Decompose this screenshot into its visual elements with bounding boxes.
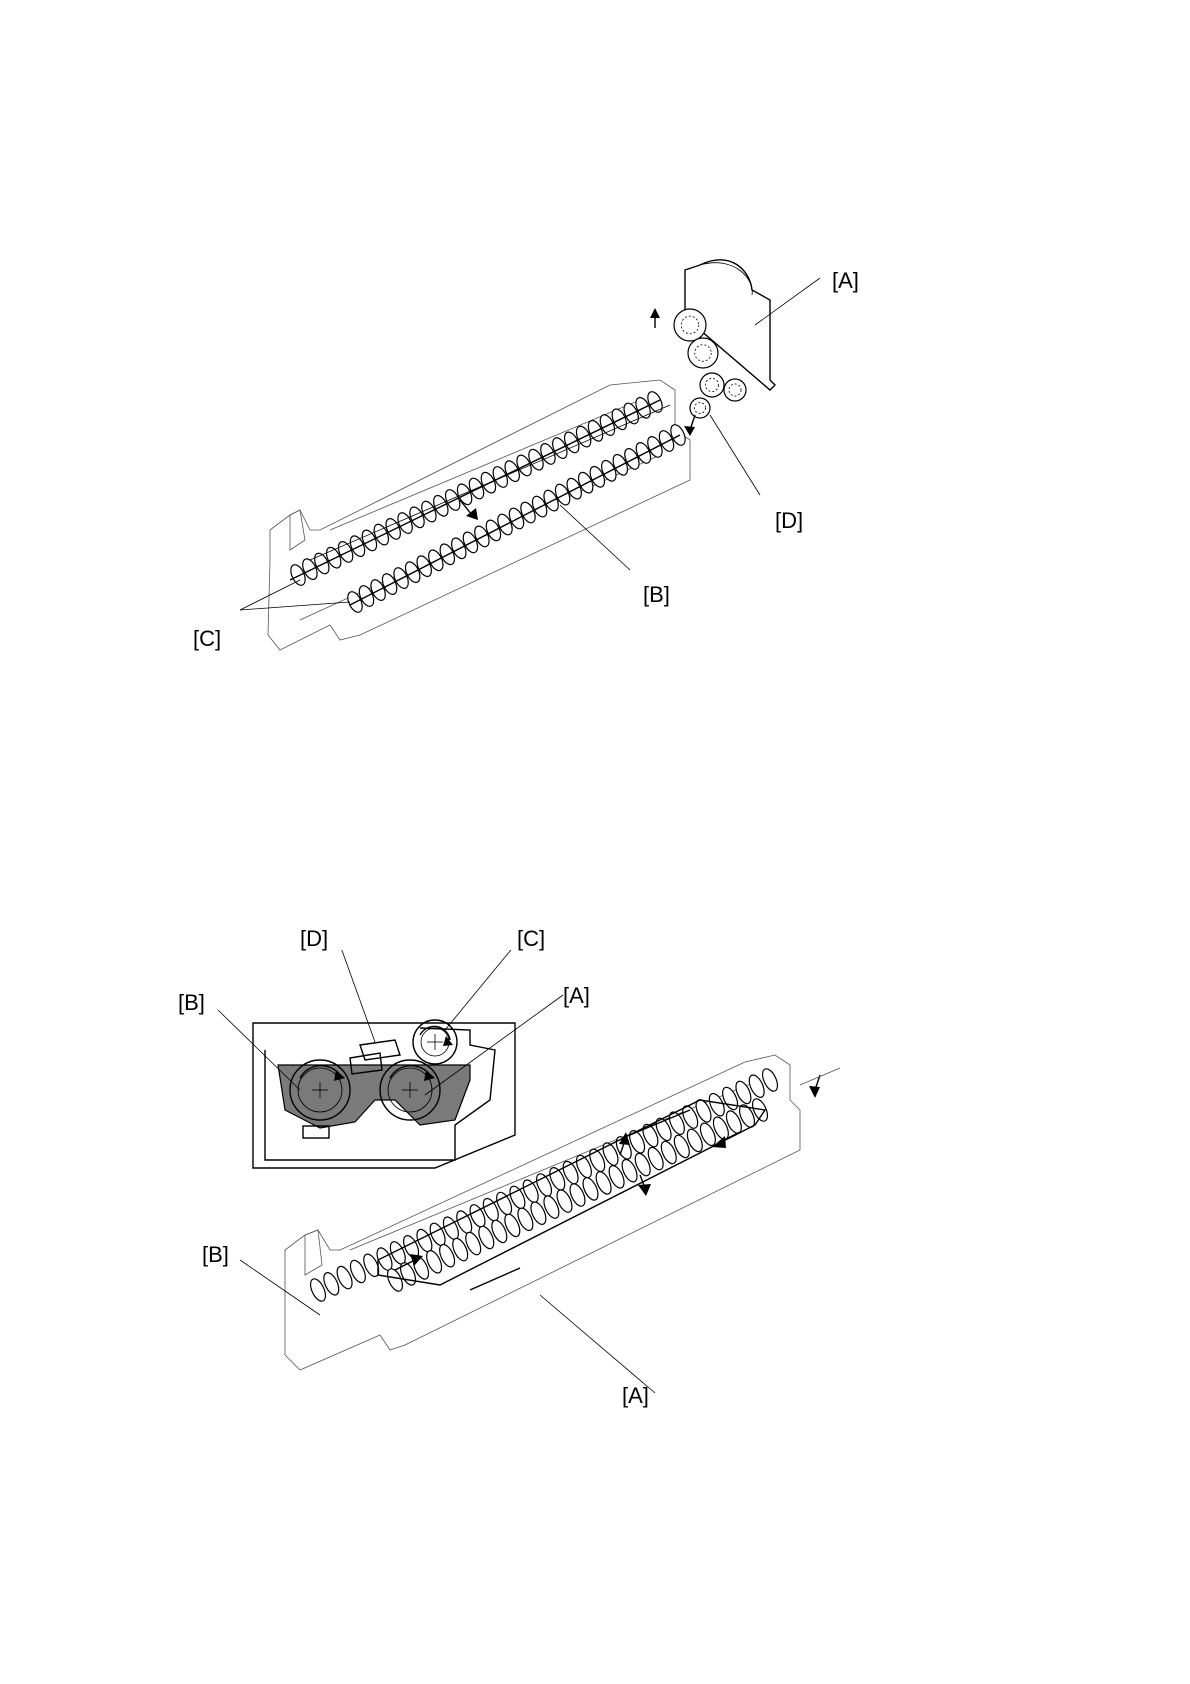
callout-leader-lines — [240, 1260, 655, 1393]
development-housing-outline — [268, 380, 690, 650]
toner-pool — [278, 1065, 470, 1128]
gear — [688, 338, 718, 368]
callout-c: [C] — [193, 628, 221, 650]
callout-b: [B] — [202, 1244, 229, 1266]
inset-callout-b: [B] — [178, 992, 205, 1014]
gear-train — [674, 309, 746, 418]
callout-d: [D] — [775, 510, 803, 532]
inset-callout-d: [D] — [300, 928, 328, 950]
drive-direction-arrow-icon — [800, 1068, 840, 1098]
figure-1-auger-drive: [A] [D] [B] [C] — [0, 230, 1190, 690]
gear — [724, 379, 746, 401]
inset-callout-c: [C] — [517, 928, 545, 950]
figure-1-drawing — [0, 230, 1190, 690]
figure-2-drawing — [0, 950, 1190, 1430]
gear — [700, 373, 724, 397]
callout-a: [A] — [622, 1385, 649, 1407]
figure-2-toner-circulation: [D] [C] [B] [A] [B] [A] — [0, 950, 1190, 1430]
callout-a: [A] — [832, 270, 859, 292]
callout-b: [B] — [643, 584, 670, 606]
cross-section-inset — [253, 1020, 515, 1168]
gear — [674, 309, 706, 341]
auger-shafts — [290, 400, 680, 605]
gear — [690, 398, 710, 418]
inset-callout-a: [A] — [563, 985, 590, 1007]
